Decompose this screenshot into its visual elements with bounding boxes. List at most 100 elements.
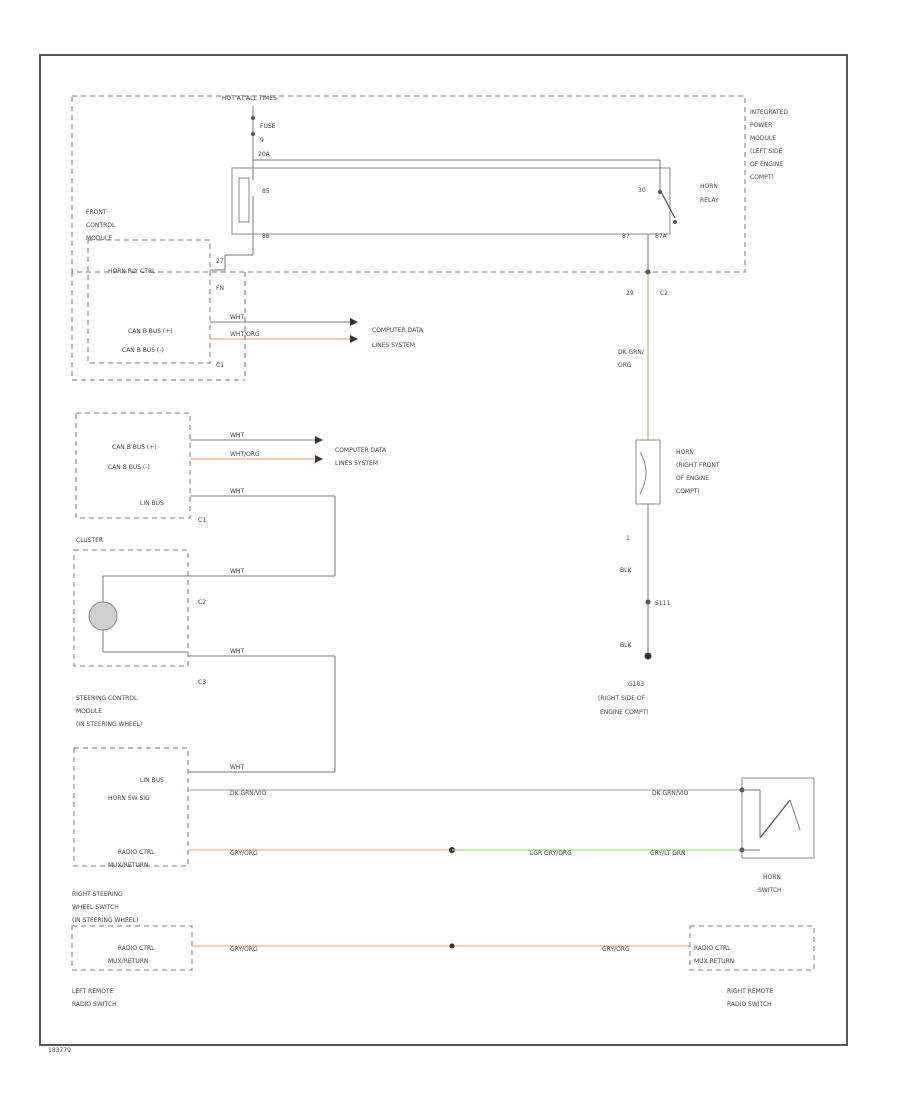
connector-c2-label: C2 <box>660 290 668 297</box>
svg-text:(RIGHT FRONT: (RIGHT FRONT <box>676 462 720 469</box>
ground-label: G103 (RIGHT SIDE OF ENGINE COMPT) <box>598 681 649 716</box>
svg-text:(IN STEERING WHEEL): (IN STEERING WHEEL) <box>72 917 138 924</box>
steering-control-module-label: STEERING CONTROL MODULE (IN STEERING WHE… <box>76 695 142 728</box>
horn-relay-label: HORN RELAY <box>700 183 719 204</box>
svg-text:RADIO CTRL: RADIO CTRL <box>694 945 731 952</box>
cluster-connector-c3: C3 <box>198 679 206 686</box>
horn-switch-contact <box>759 799 791 839</box>
integrated-power-module-box <box>71 95 746 273</box>
svg-text:LINES SYSTEM: LINES SYSTEM <box>372 342 415 349</box>
cluster-computer-data-label: COMPUTER DATA LINES SYSTEM <box>335 447 387 467</box>
scm-radio-ctrl: RADIO CTRL MUX/RETURN <box>108 849 155 869</box>
steering-control-module-box <box>73 747 189 867</box>
ground-g103-icon <box>644 652 652 660</box>
fuse-terminal-bottom <box>251 132 255 136</box>
svg-text:WHT/ORG: WHT/ORG <box>230 451 260 458</box>
svg-text:RIGHT REMOTE: RIGHT REMOTE <box>727 988 773 995</box>
fcm-pin-27: 27 <box>216 258 224 265</box>
svg-text:GRY/ORG: GRY/ORG <box>230 850 258 857</box>
svg-text:GRY/ORG: GRY/ORG <box>230 946 258 953</box>
svg-text:COMPT): COMPT) <box>676 488 700 495</box>
left-remote-radio-switch-box <box>71 925 193 971</box>
cluster-can-box <box>75 412 191 519</box>
cluster-horn-chime-icon <box>88 601 118 631</box>
fcm-connector-c1: C1 <box>216 362 224 369</box>
dk-grn-org-label: DK GRN/ ORG <box>618 349 645 369</box>
svg-text:WHT: WHT <box>230 568 244 575</box>
horn-relay-box <box>231 167 671 235</box>
horn-label: HORN (RIGHT FRONT OF ENGINE COMPT) <box>676 449 720 495</box>
svg-text:G103: G103 <box>628 681 644 688</box>
relay-pin-87a: 87A <box>655 233 668 240</box>
relay-pin-85: 85 <box>262 188 270 195</box>
svg-text:(IN STEERING WHEEL): (IN STEERING WHEEL) <box>76 721 142 728</box>
svg-text:RADIO SWITCH: RADIO SWITCH <box>72 1001 117 1008</box>
fuse-label: FUSE <box>260 123 276 130</box>
svg-text:GRY/ORG: GRY/ORG <box>602 946 630 953</box>
cluster-lin-bus: LIN BUS <box>140 500 164 507</box>
relay-coil <box>238 177 250 223</box>
svg-text:RELAY: RELAY <box>700 197 719 204</box>
svg-text:MODULE: MODULE <box>750 135 776 142</box>
fuse-number: 9 <box>260 137 264 144</box>
ground-wire-color: BLK <box>620 642 632 649</box>
svg-text:FRONT: FRONT <box>86 209 107 216</box>
lgr-gry-org-label: LGR GRY/ORG <box>530 850 572 857</box>
horn-switch-label: HORN SWITCH <box>758 874 782 894</box>
fcm-can-high-color: WHT <box>230 314 244 321</box>
svg-text:WHT: WHT <box>230 488 244 495</box>
cluster-can-high: CAN B BUS (+) <box>112 444 157 451</box>
horn-signal-wire-color-right: DK GRN/VIO <box>652 790 689 797</box>
horn-ground-wire-color: BLK <box>620 567 632 574</box>
fcm-can-high-arrow <box>350 318 358 326</box>
fcm-connector-fn: FN <box>216 285 224 292</box>
pin-29: 29 <box>626 290 634 297</box>
svg-text:HORN: HORN <box>676 449 694 456</box>
svg-text:STEERING CONTROL: STEERING CONTROL <box>76 695 138 702</box>
svg-text:RADIO CTRL: RADIO CTRL <box>118 849 155 856</box>
relay-contact <box>659 189 676 219</box>
fcm-can-low-color: WHT/ORG <box>230 331 260 338</box>
svg-text:RADIO SWITCH: RADIO SWITCH <box>727 1001 772 1008</box>
left-radio-ctrl: RADIO CTRL MUX/RETURN <box>108 945 155 965</box>
diagram-frame <box>39 54 848 1046</box>
radio-splice-left <box>449 943 455 949</box>
fcm-horn-rly-ctrl: HORN RLY CTRL <box>108 268 156 275</box>
svg-text:COMPUTER DATA: COMPUTER DATA <box>372 327 424 334</box>
scm-horn-sw-sig: HORN SW SIG <box>108 795 150 802</box>
horn-pin-1: 1 <box>626 535 630 542</box>
horn-icon <box>639 451 647 495</box>
connector-c2 <box>645 269 651 275</box>
svg-text:(LEFT SIDE: (LEFT SIDE <box>750 148 783 155</box>
svg-text:MODULE: MODULE <box>86 235 112 242</box>
horn-switch-box <box>741 777 815 859</box>
fuse-amp: 20A <box>258 151 271 158</box>
front-control-module-label: FRONT CONTROL MODULE <box>86 209 116 242</box>
reference-code: 183779 <box>48 1047 71 1054</box>
left-remote-radio-switch-label: LEFT REMOTE RADIO SWITCH <box>72 988 117 1008</box>
svg-text:LEFT REMOTE: LEFT REMOTE <box>72 988 114 995</box>
splice-s111 <box>645 599 651 605</box>
svg-text:WHEEL SWITCH: WHEEL SWITCH <box>72 904 119 911</box>
right-radio-ctrl: RADIO CTRL MUX RETURN <box>694 945 734 965</box>
svg-text:HORN: HORN <box>763 874 781 881</box>
svg-text:POWER: POWER <box>750 122 772 129</box>
svg-text:(RIGHT SIDE OF: (RIGHT SIDE OF <box>598 695 646 702</box>
fcm-can-low: CAN B BUS (-) <box>122 347 164 354</box>
svg-text:MODULE: MODULE <box>76 708 102 715</box>
svg-text:DK GRN/: DK GRN/ <box>618 349 645 356</box>
svg-text:ENGINE COMPT): ENGINE COMPT) <box>600 709 649 716</box>
svg-text:HORN: HORN <box>700 183 718 190</box>
gry-lt-grn-label: GRY/LT GRN <box>650 850 686 857</box>
splice-label: S111 <box>655 600 670 607</box>
svg-text:SWITCH: SWITCH <box>758 887 782 894</box>
svg-text:LINES SYSTEM: LINES SYSTEM <box>335 460 378 467</box>
front-control-module-box <box>87 239 211 364</box>
right-steering-wheel-switch-label: RIGHT STEERING WHEEL SWITCH (IN STEERING… <box>72 891 138 924</box>
svg-text:RADIO CTRL: RADIO CTRL <box>118 945 155 952</box>
hot-at-all-times-label: HOT AT ALL TIMES <box>222 95 277 102</box>
svg-text:OF ENGINE: OF ENGINE <box>676 475 709 482</box>
svg-text:COMPUTER DATA: COMPUTER DATA <box>335 447 387 454</box>
svg-text:RIGHT STEERING: RIGHT STEERING <box>72 891 123 898</box>
